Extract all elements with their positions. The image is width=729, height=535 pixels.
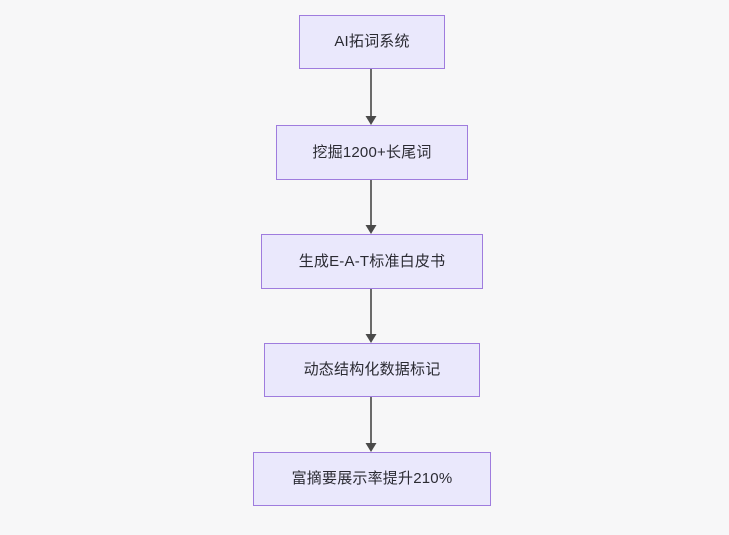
flow-node-5[interactable]: 富摘要展示率提升210% — [253, 452, 491, 506]
flow-node-3[interactable]: 生成E-A-T标准白皮书 — [261, 234, 483, 289]
flow-node-1[interactable]: AI拓词系统 — [299, 15, 445, 69]
flow-node-4-label: 动态结构化数据标记 — [303, 361, 441, 378]
flow-node-2[interactable]: 挖掘1200+长尾词 — [276, 125, 468, 180]
flow-arrow-3-4 — [365, 289, 377, 343]
flow-arrow-1-2 — [365, 69, 377, 125]
flow-node-1-label: AI拓词系统 — [334, 33, 410, 50]
flow-arrow-2-3 — [365, 180, 377, 234]
flow-node-2-label: 挖掘1200+长尾词 — [312, 143, 432, 161]
flow-arrow-4-5 — [365, 397, 377, 452]
flow-node-5-label: 富摘要展示率提升210% — [291, 470, 453, 487]
flow-node-4[interactable]: 动态结构化数据标记 — [264, 343, 480, 397]
flow-node-3-label: 生成E-A-T标准白皮书 — [298, 252, 446, 270]
